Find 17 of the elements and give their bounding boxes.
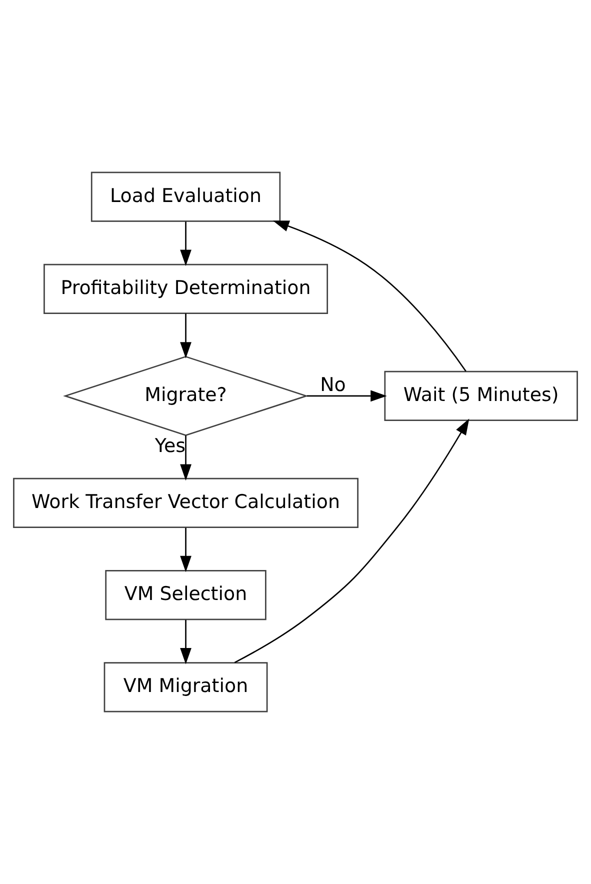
edge-label: Yes <box>154 434 186 457</box>
arrow <box>234 418 470 664</box>
node-box: Profitability Determination <box>44 264 328 314</box>
node-box: Work Transfer Vector Calculation <box>13 478 358 528</box>
node-box: Wait (5 Minutes) <box>384 370 578 421</box>
arrow <box>180 528 192 572</box>
arrow <box>180 222 192 266</box>
arrow <box>180 436 192 481</box>
arrow <box>306 390 387 402</box>
node-diamond: Migrate? <box>63 356 309 436</box>
arrow <box>180 313 192 358</box>
edge-label: No <box>320 374 346 396</box>
node-box: VM Migration <box>104 662 268 712</box>
node-box: VM Selection <box>105 570 266 620</box>
arrow <box>180 620 192 664</box>
node-box: Load Evaluation <box>90 172 281 222</box>
arrow <box>272 220 466 372</box>
